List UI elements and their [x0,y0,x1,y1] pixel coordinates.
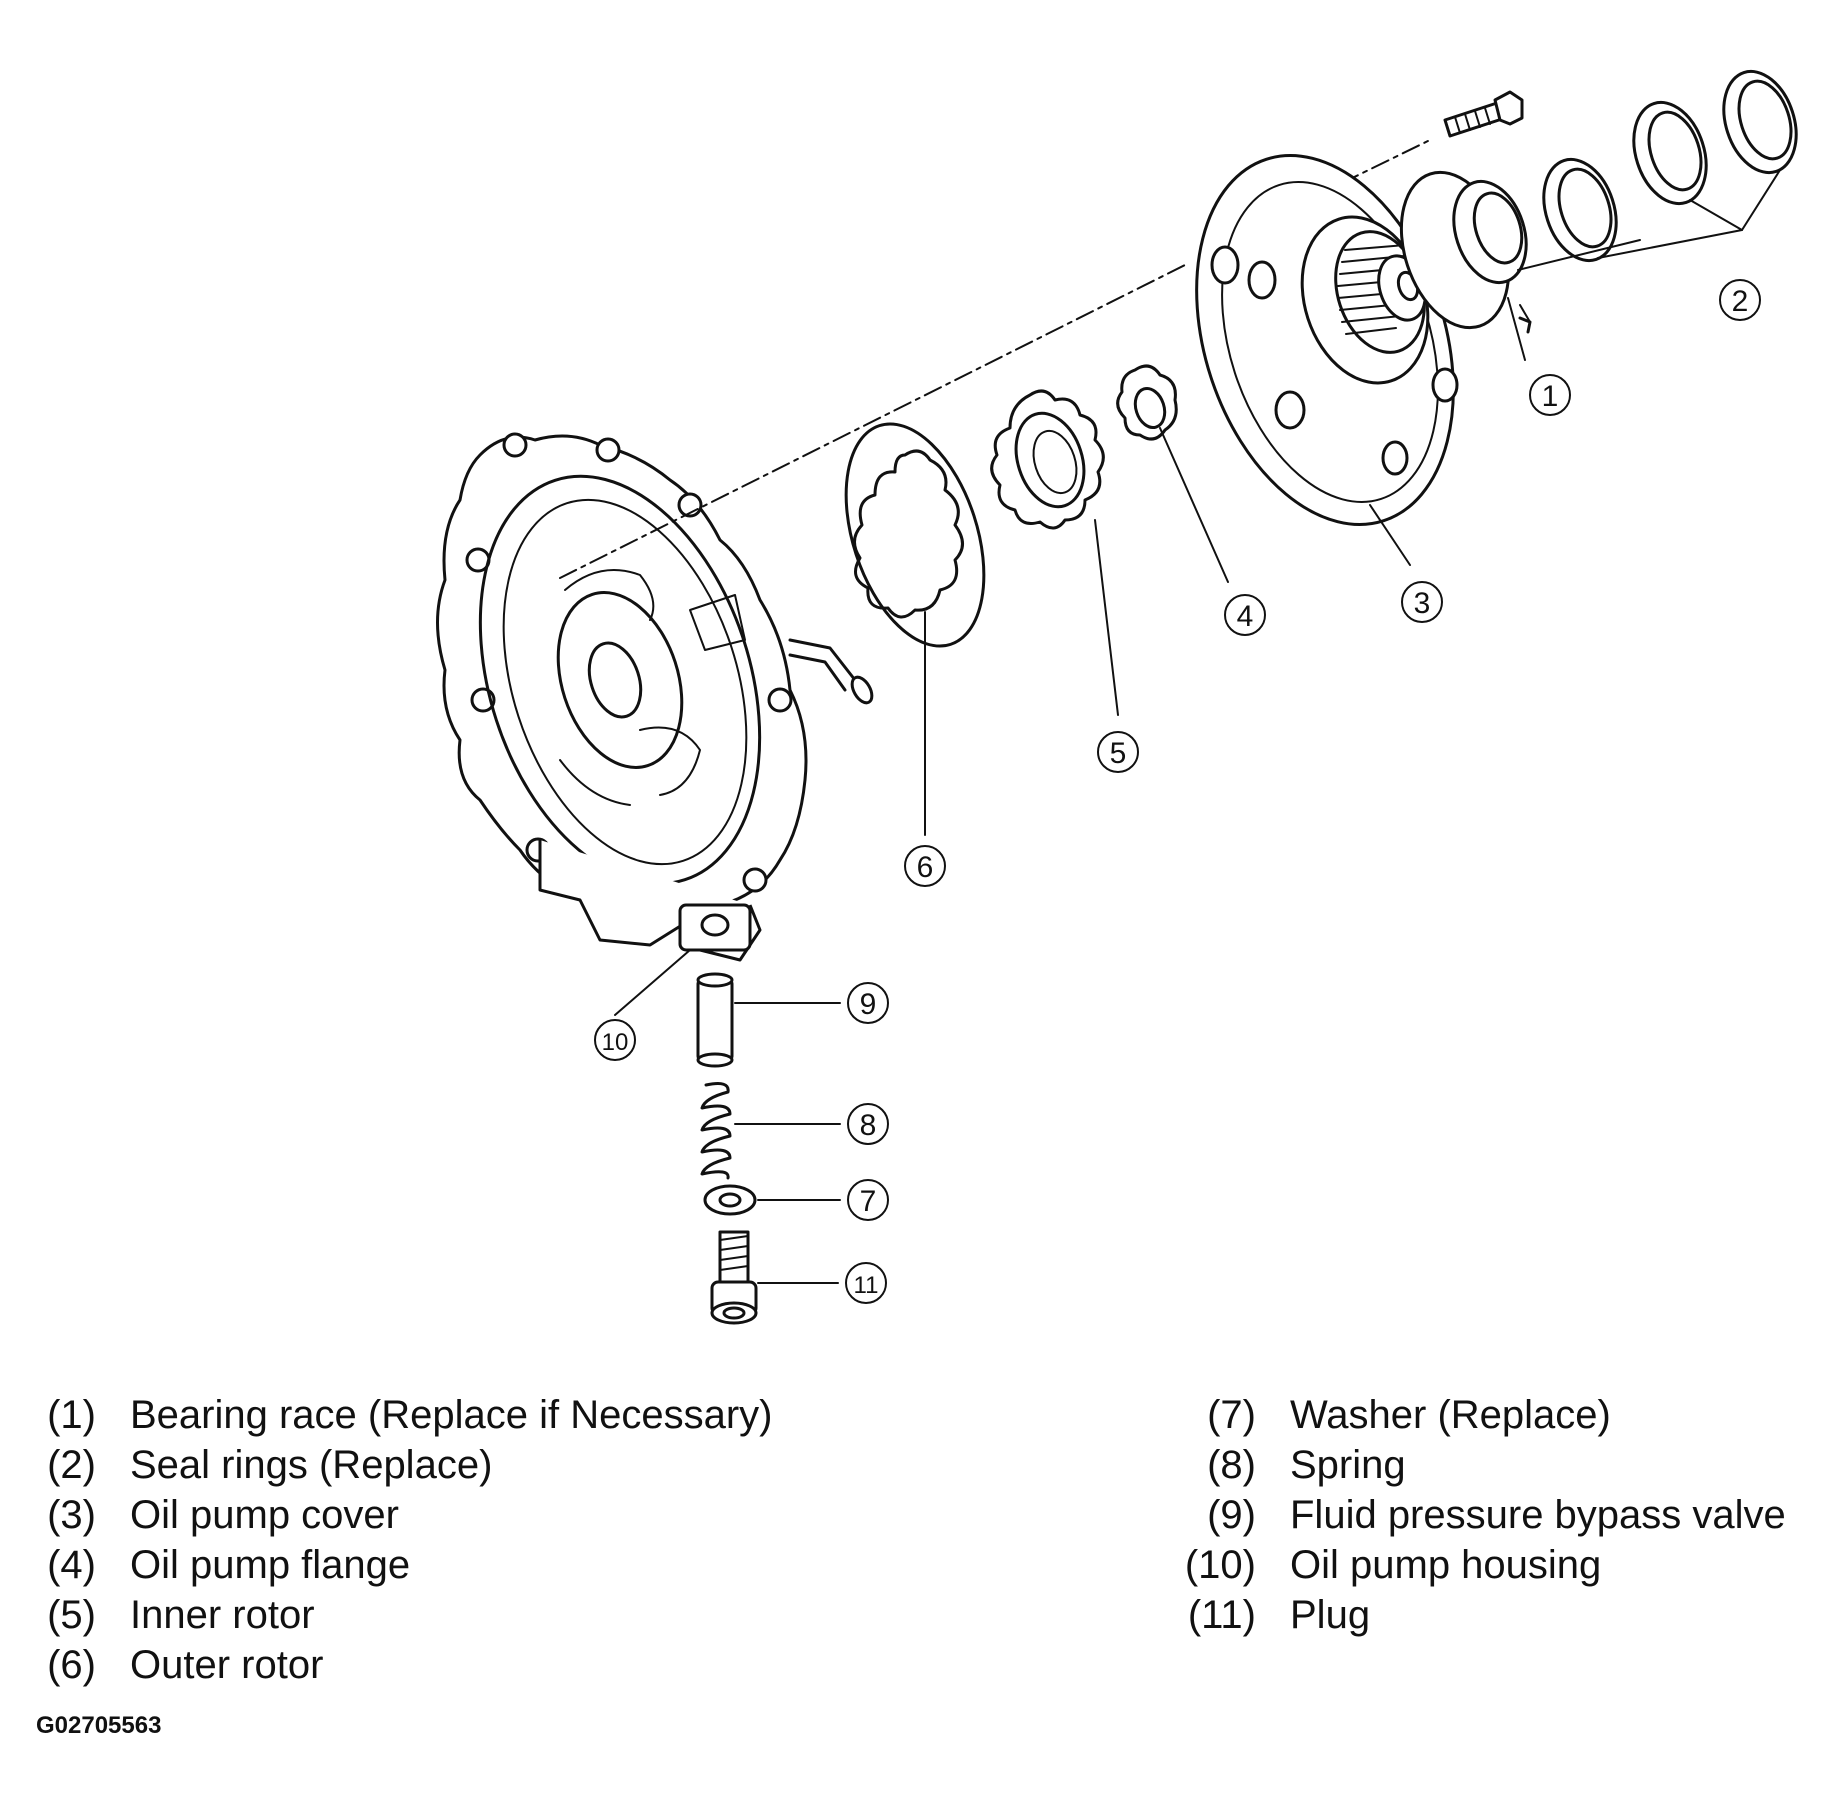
legend-item-number: (6) [47,1643,96,1687]
legend-left-column: (1) Bearing race (Replace if Necessary) (… [20,1390,772,1690]
legend-item: (4) Oil pump flange [20,1540,772,1590]
legend-item: (2) Seal rings (Replace) [20,1440,772,1490]
legend-item: (8) Spring [1180,1440,1786,1490]
oil-pump-cover [1195,154,1459,526]
legend-item-number: (2) [47,1443,96,1487]
callout-5: 5 [1097,731,1139,773]
callout-1: 1 [1529,374,1571,416]
legend-right-column: (7) Washer (Replace) (8) Spring (9) Fluid p… [1180,1390,1786,1640]
washer [703,1184,757,1216]
oil-pump-housing [436,432,874,962]
legend-item-text: Oil pump cover [130,1493,399,1537]
callout-10-label: 10 [602,1029,629,1056]
legend-item-number: (7) [1207,1393,1256,1437]
bearing-race [1399,170,1532,334]
legend-item-number: (4) [47,1543,96,1587]
callout-7: 7 [847,1179,889,1221]
callout-6-label: 6 [917,851,934,884]
legend-item: (11) Plug [1180,1590,1786,1640]
callout-8: 8 [847,1103,889,1145]
oil-pump-flange [1116,364,1178,441]
legend-item: (10) Oil pump housing [1180,1540,1786,1590]
fluid-pressure-bypass-valve [696,972,734,1068]
legend-item-text: Seal rings (Replace) [130,1443,493,1487]
legend-item: (1) Bearing race (Replace if Necessary) [20,1390,772,1440]
legend-item-number: (1) [47,1393,96,1437]
legend-item-text: Bearing race (Replace if Necessary) [130,1393,773,1437]
legend-item-text: Spring [1290,1443,1406,1487]
callout-9: 9 [847,982,889,1024]
legend-item: (6) Outer rotor [20,1640,772,1690]
legend-item-text: Oil pump housing [1290,1543,1602,1587]
callout-6: 6 [904,845,946,887]
legend-item-number: (8) [1207,1443,1256,1487]
exploded-view-diagram: 1 2 3 4 5 6 7 8 9 10 11 [436,69,1798,1325]
callout-9-label: 9 [860,988,877,1021]
callout-4-label: 4 [1237,600,1254,633]
callout-3: 3 [1401,581,1443,623]
spring [700,1082,732,1180]
legend-item-text: Outer rotor [130,1643,324,1687]
outer-rotor [844,422,986,648]
plug [710,1230,758,1325]
callout-3-label: 3 [1414,587,1431,620]
legend-item-number: (9) [1207,1493,1256,1537]
legend-item-text: Washer (Replace) [1290,1393,1611,1437]
callout-8-label: 8 [860,1109,877,1142]
leader-lines [614,169,1781,1284]
callout-2: 2 [1719,279,1761,321]
legend-item-text: Plug [1290,1593,1371,1637]
legend-item: (5) Inner rotor [20,1590,772,1640]
legend-item-text: Fluid pressure bypass valve [1290,1493,1786,1537]
callout-1-label: 1 [1542,380,1559,413]
legend-item-number: (11) [1187,1593,1256,1637]
legend-item-text: Inner rotor [130,1593,315,1637]
callout-11: 11 [845,1262,887,1304]
legend-item-text: Oil pump flange [130,1543,411,1587]
legend-item-number: (3) [47,1493,96,1537]
legend-item: (9) Fluid pressure bypass valve [1180,1490,1786,1540]
callout-4: 4 [1224,594,1266,636]
callout-5-label: 5 [1110,737,1127,770]
legend-item-number: (5) [47,1593,96,1637]
assembly-axis-line [559,264,1186,579]
callout-7-label: 7 [860,1185,877,1218]
inner-rotor [990,389,1105,530]
legend-item: (7) Washer (Replace) [1180,1390,1786,1440]
bolt [1443,90,1524,138]
legend-item-number: (10) [1184,1543,1256,1587]
callout-2-label: 2 [1732,285,1749,318]
seal-rings [1542,69,1798,263]
figure-code: G02705563 [36,1712,162,1739]
callout-11-label: 11 [854,1272,879,1299]
legend-item: (3) Oil pump cover [20,1490,772,1540]
callout-10: 10 [594,1019,636,1061]
